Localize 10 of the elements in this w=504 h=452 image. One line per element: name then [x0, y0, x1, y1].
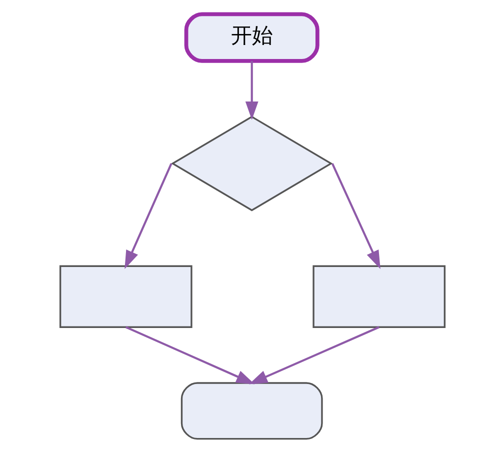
arrow — [124, 326, 254, 384]
arrow — [330, 162, 380, 268]
node-box: 开始 — [184, 12, 319, 62]
node-box — [312, 264, 446, 328]
node-diamond — [170, 115, 332, 211]
arrow — [248, 326, 380, 384]
node-capsule — [180, 382, 322, 440]
arrow — [244, 60, 258, 120]
node-box — [58, 264, 192, 328]
arrow — [124, 162, 172, 268]
